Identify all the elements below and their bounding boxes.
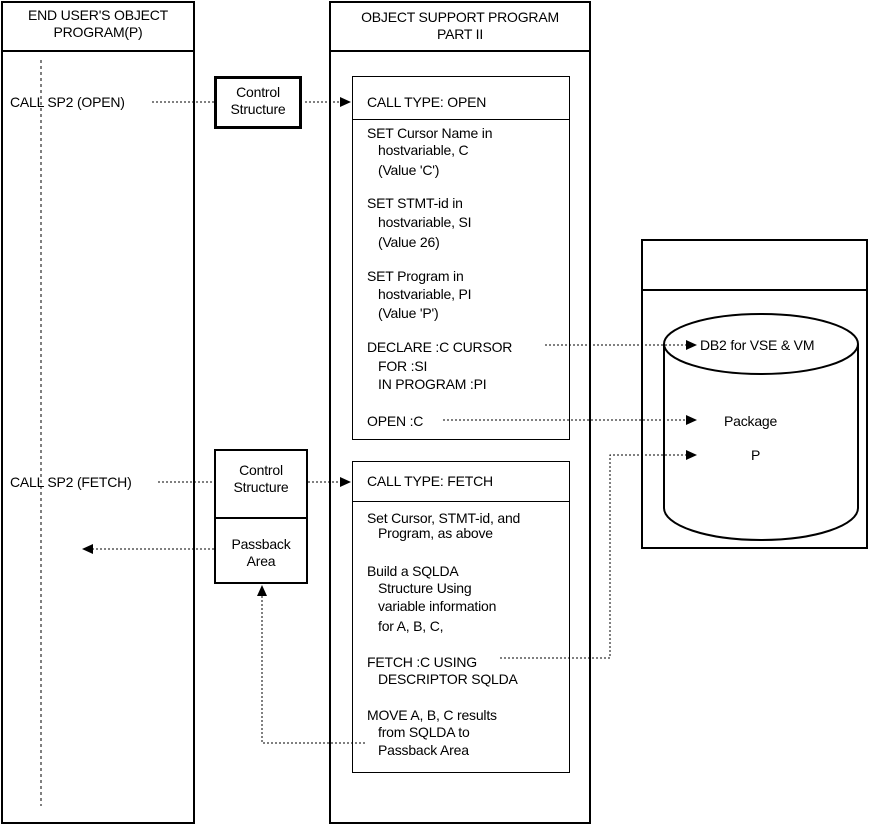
program-arrowhead xyxy=(686,450,697,460)
control-structure-label-open: Control Structure xyxy=(217,84,299,118)
fetch-box-line: Structure Using xyxy=(378,580,472,596)
move-results-arrowhead xyxy=(257,585,267,596)
call-sp2-fetch: CALL SP2 (FETCH) xyxy=(10,474,132,490)
label-line: Structure xyxy=(230,101,286,117)
open-box-line: FOR :SI xyxy=(378,358,428,374)
object-support-program-title: OBJECT SUPPORT PROGRAM PART II xyxy=(331,9,589,43)
open-box-line: (Value 'P') xyxy=(378,305,439,321)
control-structure-box-open xyxy=(214,76,302,129)
open-box-line: IN PROGRAM :PI xyxy=(378,376,487,392)
fetch-box-line: DESCRIPTOR SQLDA xyxy=(378,671,518,687)
object-support-program-header-divider xyxy=(329,50,591,52)
control-structure-label-fetch: Control Structure xyxy=(216,462,306,496)
object-support-program-column xyxy=(329,1,591,824)
fetch-box-line: MOVE A, B, C results xyxy=(367,707,497,723)
call-sp2-open: CALL SP2 (OPEN) xyxy=(10,94,125,110)
fetch-arrowhead xyxy=(340,477,351,487)
fetch-call-box xyxy=(352,461,570,773)
database-cylinder-top xyxy=(663,313,859,375)
fetch-box-line: Program, as above xyxy=(378,525,493,541)
end-user-program-header-divider xyxy=(1,50,195,52)
fetch-box-line: FETCH :C USING xyxy=(367,654,477,670)
passback-return-arrowhead xyxy=(82,544,93,554)
open-box-line: (Value 26) xyxy=(378,234,440,250)
control-structure-passback-box xyxy=(214,449,308,584)
open-call-header-divider xyxy=(352,119,570,120)
fetch-call-header-divider xyxy=(352,501,570,502)
label-line: Structure xyxy=(233,479,289,495)
open-box-line: hostvariable, PI xyxy=(378,286,472,302)
label-line: Area xyxy=(246,553,276,569)
end-user-program-title: END USER'S OBJECT PROGRAM(P) xyxy=(3,7,193,41)
database-system-header-divider xyxy=(641,289,868,291)
fetch-box-line: for A, B, C, xyxy=(378,618,444,634)
end-user-program-column xyxy=(1,1,195,824)
move-results-connector xyxy=(261,596,365,744)
open-box-line: DECLARE :C CURSOR xyxy=(367,339,513,355)
title-line: PROGRAM(P) xyxy=(53,24,143,40)
fetch-box-line: Build a SQLDA xyxy=(367,563,459,579)
title-line: OBJECT SUPPORT PROGRAM xyxy=(361,9,559,25)
package-label: Package xyxy=(724,413,778,429)
open-box-line: SET Program in xyxy=(367,268,464,284)
open-box-line: hostvariable, C xyxy=(378,142,469,158)
open-arrowhead xyxy=(340,97,351,107)
fetch-box-line: from SQLDA to xyxy=(378,724,470,740)
control-passback-divider xyxy=(214,517,308,519)
package-arrowhead xyxy=(686,415,697,425)
fetch-box-header: CALL TYPE: FETCH xyxy=(367,473,493,489)
open-box-header: CALL TYPE: OPEN xyxy=(367,94,487,110)
passback-area-label: Passback Area xyxy=(216,536,306,570)
open-box-line: hostvariable, SI xyxy=(378,214,472,230)
fetch-box-line: Set Cursor, STMT-id, and xyxy=(367,510,521,526)
label-line: Control xyxy=(236,84,280,100)
open-box-line: (Value 'C') xyxy=(378,162,440,178)
declare-arrowhead xyxy=(686,340,697,350)
database-system-box xyxy=(641,239,868,549)
open-call-box xyxy=(352,76,570,440)
db2-label: DB2 for VSE & VM xyxy=(700,337,815,353)
fetch-box-line: variable information xyxy=(378,598,497,614)
label-line: Passback xyxy=(231,536,291,552)
program-p-label: P xyxy=(751,447,761,463)
fetch-to-program-connector xyxy=(500,454,686,659)
database-cylinder-body xyxy=(663,344,859,541)
label-line: Control xyxy=(239,462,283,478)
open-box-line: SET STMT-id in xyxy=(367,195,463,211)
fetch-box-line: Passback Area xyxy=(378,742,469,758)
open-box-line: OPEN :C xyxy=(367,413,424,429)
open-box-line: SET Cursor Name in xyxy=(367,125,493,141)
title-line: PART II xyxy=(436,26,484,42)
title-line: END USER'S OBJECT xyxy=(27,7,169,23)
